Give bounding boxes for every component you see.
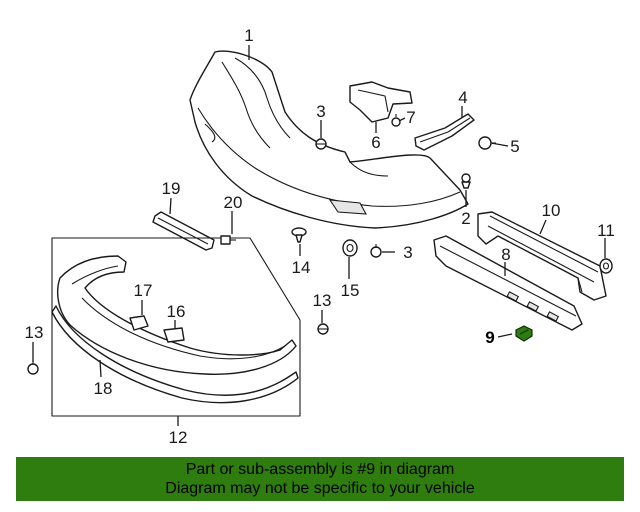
part-8-reinforcement-bar[interactable] [433,235,583,331]
callout-8: 8 [501,245,510,264]
callout-3-upper: 3 [316,102,325,121]
callout-4: 4 [458,88,467,107]
part-3-bolt-lower[interactable] [370,244,382,258]
part-1-bumper-cover[interactable] [189,50,469,229]
part-2-screw[interactable] [461,173,471,189]
callout-3-lower: 3 [403,243,412,262]
part-3-bolt-upper[interactable] [315,138,327,150]
part-17-clip[interactable] [129,315,149,331]
part-20-screw[interactable] [220,235,236,245]
callout-10: 10 [542,201,561,220]
callout-14: 14 [292,258,311,277]
callout-18: 18 [94,379,113,398]
part-15-grommet[interactable] [342,239,358,257]
callout-16: 16 [167,302,186,321]
callout-13-right: 13 [313,291,332,310]
part-19-reflector[interactable] [152,211,215,251]
info-banner-line-1: Part or sub-assembly is #9 in diagram [185,461,455,478]
leader-lines [32,45,606,426]
part-18-trim-strip[interactable] [51,305,299,404]
callout-19: 19 [162,179,181,198]
callout-5: 5 [510,137,519,156]
part-12-assembly-frame [51,237,301,417]
part-10-energy-absorber[interactable] [477,211,607,301]
callout-1: 1 [244,26,253,45]
part-7-clip[interactable] [391,114,401,127]
part-9-highlighted-fastener[interactable] [515,325,533,342]
callout-17: 17 [134,281,153,300]
part-16-bracket[interactable] [163,327,185,343]
callout-9: 9 [485,328,494,347]
part-14-pushpin[interactable] [291,227,307,243]
info-banner: Part or sub-assembly is #9 in diagram Di… [16,457,624,501]
part-4-side-retainer[interactable] [414,113,475,151]
callout-15: 15 [341,281,360,300]
callout-2: 2 [461,209,470,228]
part-9-fill [515,325,533,342]
callout-20: 20 [224,193,243,212]
callout-11: 11 [597,221,615,240]
callout-6: 6 [371,133,380,152]
part-13-bolt-right[interactable] [317,323,329,335]
callout-13-left: 13 [25,323,44,342]
callout-12: 12 [169,428,188,447]
part-13-bolt-left[interactable] [27,360,39,375]
part-11-grommet[interactable] [599,258,613,274]
info-banner-line-2: Diagram may not be specific to your vehi… [165,480,475,497]
part-6-bracket[interactable] [349,81,413,123]
part-12-lower-valance[interactable] [57,255,297,375]
parts-diagram: 1 3 7 4 5 6 2 3 10 8 11 9 19 20 14 15 13… [25,26,615,447]
callout-7: 7 [406,108,415,127]
